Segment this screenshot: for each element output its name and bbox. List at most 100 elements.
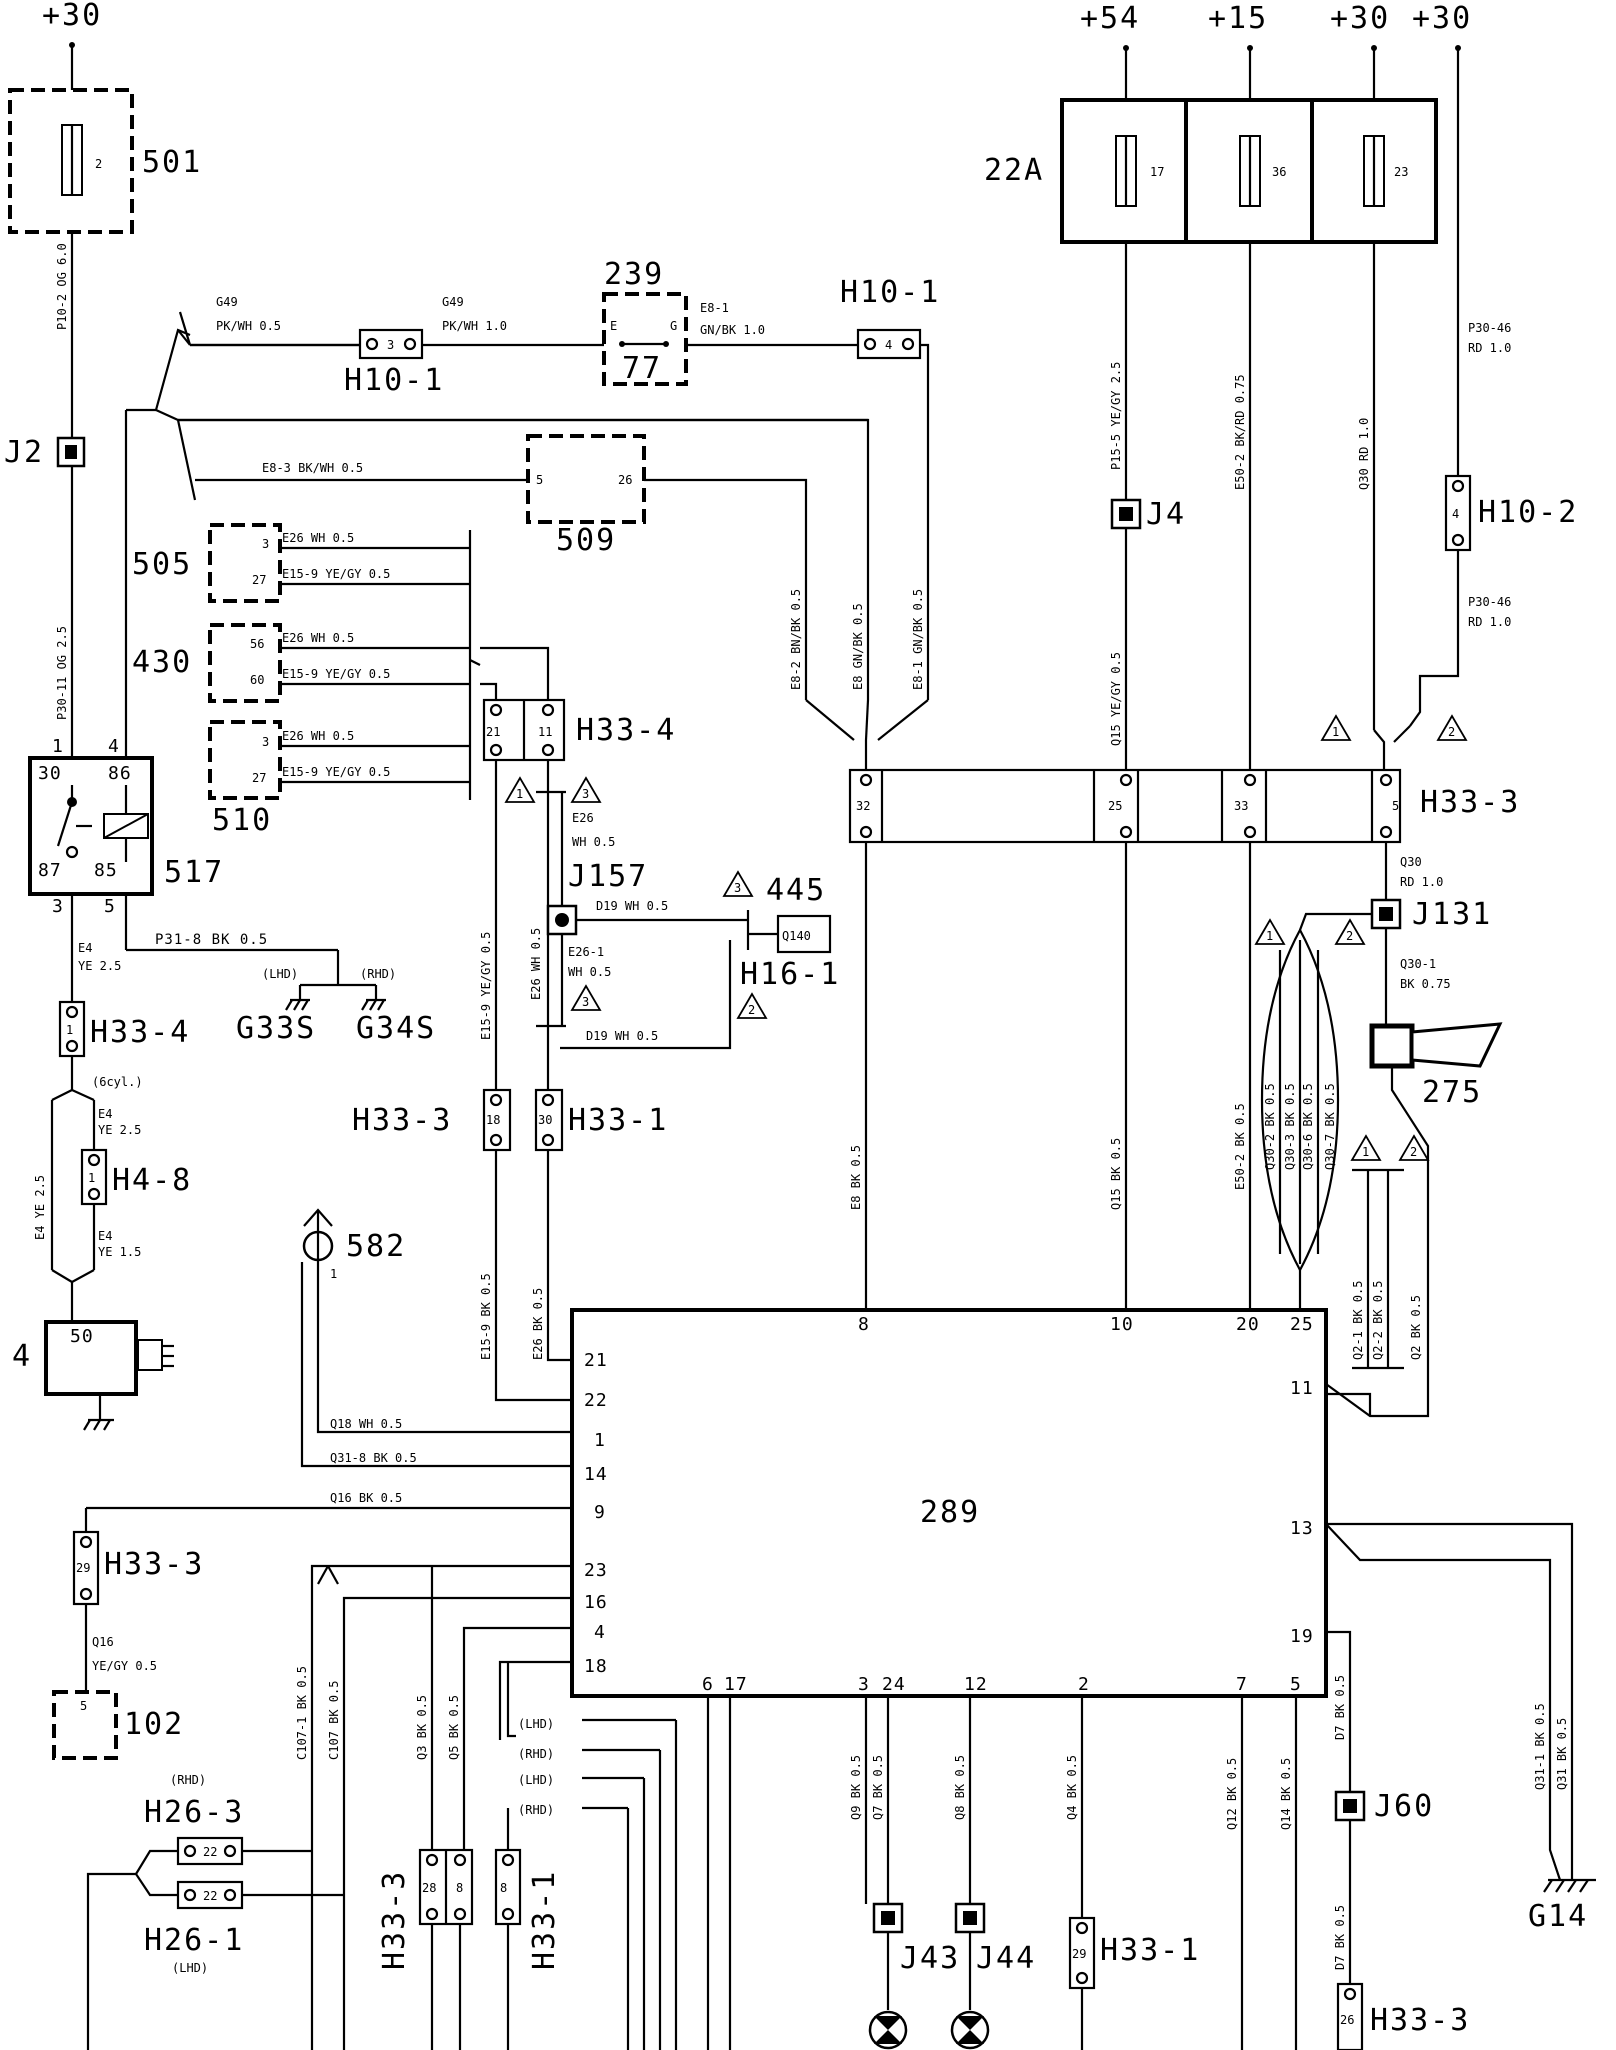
svg-text:YE 1.5: YE 1.5 (98, 1245, 141, 1259)
svg-text:29: 29 (76, 1561, 90, 1575)
svg-text:J60: J60 (1374, 1789, 1434, 1824)
svg-text:Q15 BK 0.5: Q15 BK 0.5 (1109, 1138, 1123, 1210)
svg-text:5: 5 (80, 1699, 87, 1713)
svg-text:E15-9 YE/GY 0.5: E15-9 YE/GY 0.5 (282, 765, 390, 779)
svg-text:Q2-1 BK 0.5: Q2-1 BK 0.5 (1351, 1281, 1365, 1360)
component-102: 5 102 (52, 1690, 182, 1760)
connector-h33-4-top: 21 11 H33-4 (482, 698, 674, 762)
svg-text:5: 5 (1290, 1674, 1302, 1695)
svg-text:Q30: Q30 (1400, 855, 1422, 869)
svg-text:E26 WH 0.5: E26 WH 0.5 (282, 531, 354, 545)
svg-text:J157: J157 (568, 859, 648, 894)
svg-text:Q9 BK 0.5: Q9 BK 0.5 (849, 1755, 863, 1820)
svg-text:E4: E4 (98, 1229, 112, 1243)
connector-h33-3-bottom: 26 H33-3 (1336, 1982, 1468, 2050)
svg-text:WH 0.5: WH 0.5 (572, 835, 615, 849)
svg-text:3: 3 (858, 1674, 870, 1695)
svg-text:RD 1.0: RD 1.0 (1468, 615, 1511, 629)
svg-text:J2: J2 (4, 435, 44, 470)
svg-text:H10-1: H10-1 (840, 275, 940, 310)
svg-text:26: 26 (618, 473, 632, 487)
svg-text:J44: J44 (976, 1941, 1036, 1976)
svg-text:YE 2.5: YE 2.5 (78, 959, 121, 973)
svg-text:275: 275 (1422, 1075, 1482, 1110)
svg-text:H4-8: H4-8 (112, 1163, 192, 1198)
component-505: 3 27 505 (132, 523, 282, 603)
svg-text:3: 3 (387, 338, 394, 352)
svg-text:16: 16 (584, 1592, 608, 1613)
connector-h10-1-left: 3 H10-1 (344, 328, 442, 398)
svg-text:PK/WH 0.5: PK/WH 0.5 (216, 319, 281, 333)
svg-text:1: 1 (1362, 1145, 1369, 1159)
junction-j44: J44 (954, 1902, 1036, 1976)
connector-h4-8: 1 H4-8 (80, 1148, 192, 1206)
svg-text:14: 14 (584, 1464, 608, 1485)
svg-text:13: 13 (1290, 1518, 1314, 1539)
svg-text:YE 2.5: YE 2.5 (98, 1123, 141, 1137)
svg-text:85: 85 (94, 860, 118, 881)
svg-text:9: 9 (594, 1502, 606, 1523)
svg-text:E26 WH 0.5: E26 WH 0.5 (282, 631, 354, 645)
svg-text:H33-3: H33-3 (352, 1103, 452, 1138)
svg-text:2: 2 (1410, 1145, 1417, 1159)
svg-text:E8-1: E8-1 (700, 301, 729, 315)
component-430: 56 60 430 (132, 623, 282, 703)
component-4-starter: 50 4 (12, 1320, 174, 1431)
svg-text:E: E (610, 319, 617, 333)
svg-text:25: 25 (1290, 1314, 1314, 1335)
svg-text:G34S: G34S (356, 1011, 436, 1046)
wire-bundle: Q30-2 BK 0.5 Q30-3 BK 0.5 Q30-6 BK 0.5 Q… (1260, 927, 1340, 1273)
connector-h33-3-low: 29 H33-3 (72, 1530, 202, 1606)
svg-text:(RHD): (RHD) (170, 1773, 206, 1787)
svg-text:E26-1: E26-1 (568, 945, 604, 959)
svg-text:Q140: Q140 (782, 929, 811, 943)
svg-text:50: 50 (70, 1326, 94, 1347)
connector-h33-1-mid: 30 H33-1 (534, 1088, 668, 1152)
connector-h16-1: H16-1 (740, 957, 840, 992)
svg-text:3: 3 (262, 735, 269, 749)
connector-h10-1-right: 4 H10-1 (840, 275, 940, 360)
svg-text:Q4 BK 0.5: Q4 BK 0.5 (1065, 1755, 1079, 1820)
junction-j4: J4 (1110, 497, 1186, 532)
svg-text:J4: J4 (1146, 497, 1186, 532)
svg-text:582: 582 (346, 1229, 406, 1264)
svg-text:D19 WH 0.5: D19 WH 0.5 (586, 1029, 658, 1043)
svg-text:J43: J43 (900, 1941, 960, 1976)
svg-text:5: 5 (104, 896, 116, 917)
svg-text:Q30 RD 1.0: Q30 RD 1.0 (1357, 418, 1371, 490)
svg-text:G33S: G33S (236, 1011, 316, 1046)
svg-text:77: 77 (622, 351, 662, 386)
connector-h33-4-left: 1 H33-4 (58, 1000, 188, 1058)
svg-text:E15-9 YE/GY 0.5: E15-9 YE/GY 0.5 (282, 567, 390, 581)
svg-text:E15-9 YE/GY 0.5: E15-9 YE/GY 0.5 (479, 932, 493, 1040)
svg-text:1: 1 (88, 1171, 95, 1185)
svg-text:(LHD): (LHD) (518, 1717, 554, 1731)
svg-text:60: 60 (250, 673, 264, 687)
svg-text:1: 1 (1266, 929, 1273, 943)
svg-text:24: 24 (882, 1674, 906, 1695)
svg-text:87: 87 (38, 860, 62, 881)
component-275-horn: 275 (1369, 1022, 1503, 1110)
component-582: 1 582 (302, 1208, 406, 1281)
svg-text:Q31-8 BK 0.5: Q31-8 BK 0.5 (330, 1451, 417, 1465)
svg-text:Q16: Q16 (92, 1635, 114, 1649)
svg-text:18: 18 (584, 1656, 608, 1677)
connector-h26-3-body: 22 (176, 1836, 244, 1866)
svg-text:17: 17 (724, 1674, 748, 1695)
svg-text:Q2-2 BK 0.5: Q2-2 BK 0.5 (1371, 1281, 1385, 1360)
svg-text:E26: E26 (572, 811, 594, 825)
junction-j157: J157 (546, 859, 648, 936)
svg-text:1: 1 (330, 1267, 337, 1281)
svg-text:E8-3 BK/WH 0.5: E8-3 BK/WH 0.5 (262, 461, 363, 475)
svg-text:5: 5 (536, 473, 543, 487)
svg-text:2: 2 (1346, 929, 1353, 943)
connector-h26-1: H26-1 (144, 1923, 244, 1958)
svg-text:33: 33 (1234, 799, 1248, 813)
svg-text:4: 4 (1452, 507, 1459, 521)
svg-text:H33-1: H33-1 (568, 1103, 668, 1138)
svg-text:Q31-1 BK 0.5: Q31-1 BK 0.5 (1533, 1703, 1547, 1790)
svg-text:G49: G49 (216, 295, 238, 309)
svg-text:H33-3: H33-3 (1420, 785, 1520, 820)
supply-label-30-a: +30 (1330, 1, 1390, 36)
